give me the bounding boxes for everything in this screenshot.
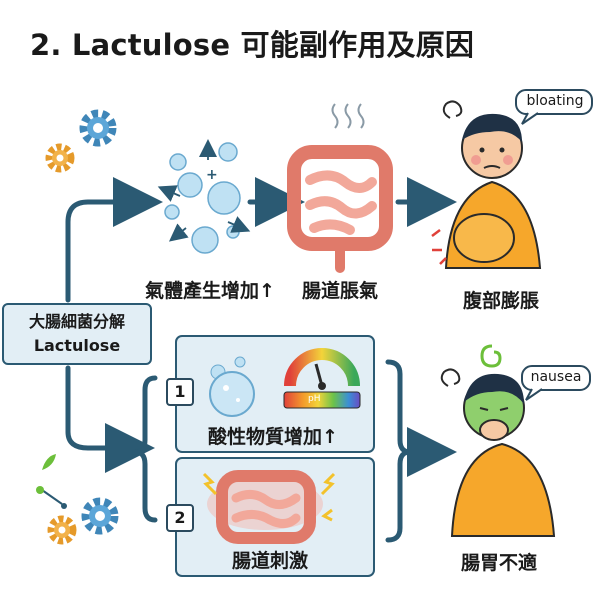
source-line2: Lactulose (33, 336, 121, 355)
ph-label: pH (308, 394, 321, 404)
gear-icon-small (45, 143, 75, 173)
step1-number: 1 (166, 378, 194, 406)
bloating-speech-bubble (515, 89, 593, 125)
bloating-caption: 腹部膨脹 (462, 290, 539, 312)
intestine-bloated-icon (287, 103, 393, 273)
gas-caption: 氣體產生增加↑ (145, 280, 275, 302)
intestine-irritated-icon (202, 470, 336, 544)
step2-caption: 腸道刺激 (231, 550, 308, 572)
page-title: 2. Lactulose 可能副作用及原因 (30, 28, 475, 62)
gear-icon-large (79, 109, 117, 147)
gas-motion-arrows (157, 139, 251, 242)
gas-plus-sign: + (206, 167, 218, 183)
bloating-label: bloating (526, 93, 584, 109)
flow-arrows (65, 177, 457, 543)
gear-icon-bottom-large (81, 497, 119, 535)
source-line1: 大腸細菌分解 (28, 312, 125, 331)
bloated-person-icon (431, 100, 542, 269)
nauseous-person-icon (440, 344, 556, 537)
nausea-label: nausea (530, 369, 582, 385)
ph-gauge-icon (283, 348, 361, 409)
acid-bubble-icon (209, 356, 255, 417)
source-box: 大腸細菌分解 Lactulose (2, 303, 152, 365)
nausea-caption: 腸胃不適 (460, 552, 537, 574)
gear-icon-bottom-small (47, 515, 77, 545)
step2-number: 2 (166, 504, 194, 532)
leaf-network-icon (36, 454, 67, 509)
gas-bubbles-icon (164, 142, 241, 254)
step1-caption: 酸性物質增加↑ (208, 426, 338, 448)
nausea-speech-bubble (521, 365, 591, 401)
intestine-caption: 腸道脹氣 (301, 280, 378, 302)
